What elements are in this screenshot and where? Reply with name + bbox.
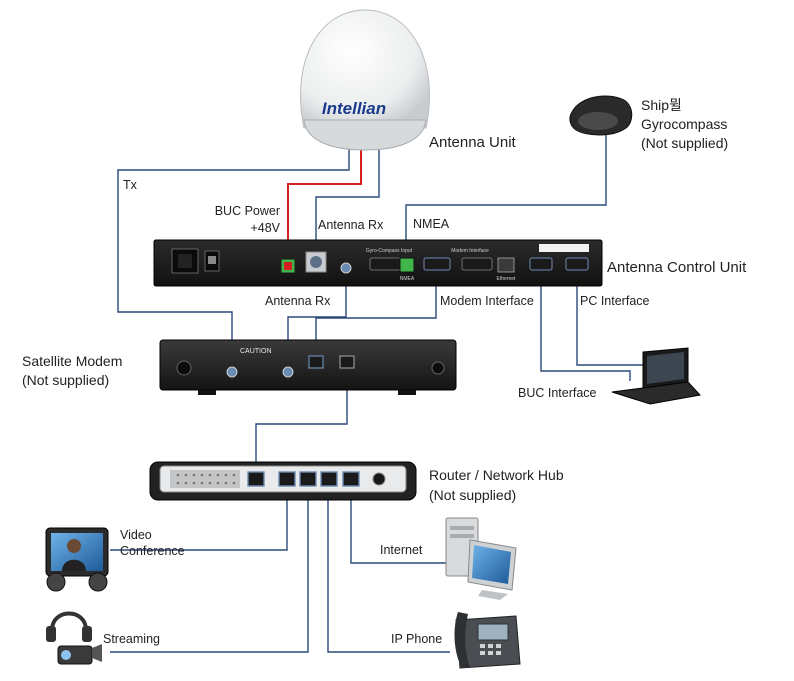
buc-power-label-line2: +48V [250,221,280,235]
router-label-line1: Router / Network Hub [429,467,564,483]
gyrocompass-label: Ship뮐 Gyrocompass (Not supplied) [641,96,728,153]
ip-phone-icon [454,612,521,669]
tx-cable [117,147,350,368]
antenna-control-unit-label: Antenna Control Unit [607,259,747,276]
satellite-modem-device: CAUTION [159,339,457,395]
antenna-dome [300,9,430,129]
video-conference-label-line2: Conference [120,544,185,558]
nmea-cable [405,132,607,255]
satellite-modem-label-line2: (Not supplied) [22,372,110,388]
internet-label: Internet [380,543,423,557]
antenna-unit-label: Antenna Unit [429,134,516,151]
gyrocompass-label-line2: Gyrocompass [641,116,728,132]
streaming-icon [46,611,102,665]
video-conference-icon [45,527,109,592]
acu-nmea-port-label: NMEA [400,276,415,282]
gyrocompass-label-line1: Ship뮐 [641,97,682,113]
antenna-brand-logo: Intellian [322,99,386,118]
buc-interface-cable [540,272,631,381]
acu-gyro-input-label: Gyro-Compass Input [366,248,413,254]
ip-phone-label: IP Phone [391,632,443,646]
internet-cable [350,486,450,564]
streaming-label: Streaming [103,632,160,646]
antenna-control-unit: Gyro-Compass Input NMEA Modem Interface … [153,239,603,287]
modem-caution-label: CAUTION [240,348,272,355]
antenna-rx-top-label: Antenna Rx [318,218,384,232]
video-conference-label-line1: Video [120,528,152,542]
video-cable [110,486,288,551]
modem-router-cable [255,364,348,478]
buc-power-cable [287,147,362,263]
gyrocompass-device [569,95,633,136]
video-conference-label: Video Conference [120,527,185,559]
modem-interface-cable [315,272,437,356]
ip-phone-cable [327,486,450,653]
pc-interface-label: PC Interface [580,294,650,308]
antenna-unit: Intellian [300,9,430,151]
antenna-base [303,119,427,151]
nmea-label: NMEA [413,217,450,231]
antenna-rx-lower-label: Antenna Rx [265,294,331,308]
buc-power-label: BUC Power +48V [198,203,280,237]
router-device [149,461,417,501]
satellite-modem-label: Satellite Modem (Not supplied) [22,352,122,390]
buc-interface-label: BUC Interface [518,386,597,400]
streaming-cable [110,486,309,653]
router-label-line2: (Not supplied) [429,487,517,503]
tx-label: Tx [123,178,137,192]
antenna-rx-cable [315,147,380,252]
buc-power-label-line1: BUC Power [214,204,280,218]
router-label: Router / Network Hub (Not supplied) [429,465,564,505]
laptop-icon [611,347,701,405]
satellite-modem-label-line1: Satellite Modem [22,353,123,369]
modem-interface-label: Modem Interface [440,294,534,308]
acu-modem-interface-label: Modem Interface [451,248,489,254]
gyrocompass-label-line3: (Not supplied) [641,135,729,151]
cables [110,132,643,653]
acu-ethernet-label: Ethernet [497,276,517,282]
pc-interface-cable [576,272,643,366]
internet-computer-icon [445,517,517,600]
